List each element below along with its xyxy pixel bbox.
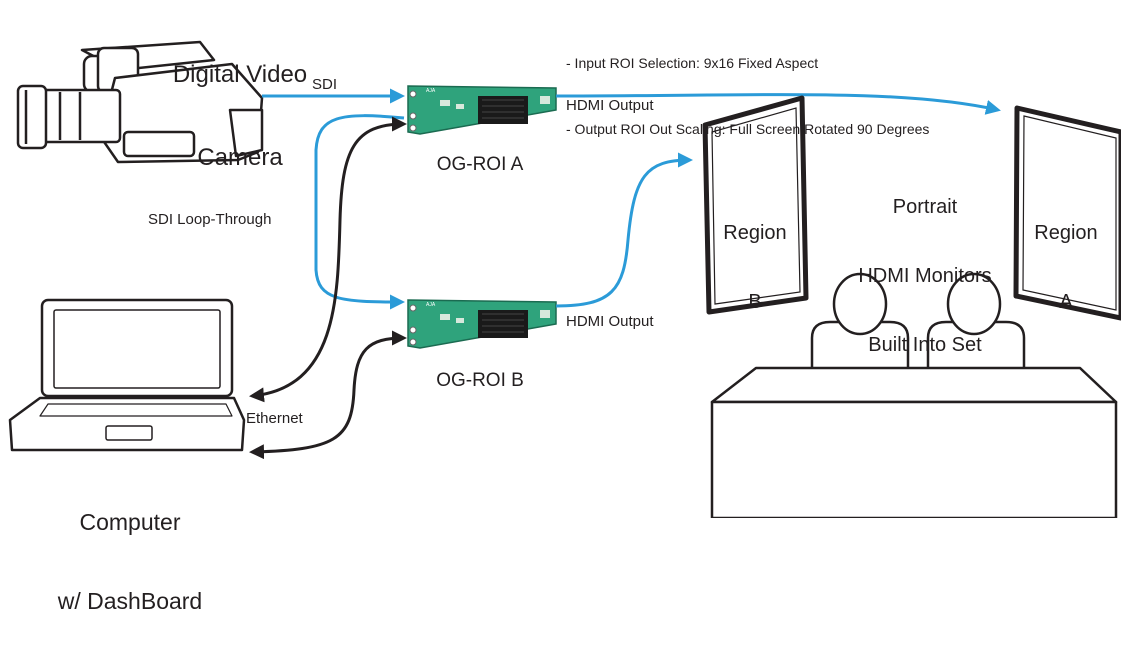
- monitor-region-a: [1013, 105, 1121, 321]
- note-input-roi: - Input ROI Selection: 9x16 Fixed Aspect: [566, 55, 819, 71]
- camera-title-line2: Camera: [197, 143, 283, 171]
- hdmi-b-output-line: [555, 152, 693, 308]
- ethernet-label: Ethernet: [246, 410, 303, 427]
- monitors-caption: Portrait HDMI Monitors Built Into Set: [820, 150, 1030, 403]
- region-a-label: Region A: [1024, 176, 1108, 360]
- region-b-line1: Region: [723, 222, 787, 244]
- hdmi-output-a-label: HDMI Output: [566, 97, 654, 114]
- monitors-caption-line1: Portrait: [892, 196, 958, 218]
- person-icon-left: [810, 272, 910, 380]
- region-b-line2: B: [748, 291, 762, 313]
- og-roi-b-card: AJA: [407, 299, 557, 349]
- hdmi-a-output-line: [555, 93, 1001, 115]
- region-a-line1: Region: [1034, 222, 1098, 244]
- sdi-loop-through-label: SDI Loop-Through: [148, 211, 272, 228]
- og-roi-a-card: AJA: [407, 85, 557, 135]
- diagram-stage: AJA AJA: [8, 6, 1121, 614]
- region-a-line2: A: [1059, 291, 1073, 313]
- laptop-icon: [8, 298, 246, 452]
- ethernet-line-b: [249, 330, 407, 460]
- monitors-caption-line2: HDMI Monitors: [858, 265, 992, 287]
- news-desk: [710, 366, 1118, 518]
- og-roi-b-label: OG-ROI B: [436, 370, 524, 391]
- hdmi-output-b-label: HDMI Output: [566, 313, 654, 330]
- computer-label: Computer w/ DashBoard: [20, 456, 240, 668]
- og-roi-a-brand: AJA: [426, 88, 436, 94]
- note-output-roi: - Output ROI Out Scaling: Full Screen Ro…: [566, 121, 930, 137]
- region-b-label: Region B: [714, 176, 796, 360]
- camera-title-line1: Digital Video: [172, 61, 308, 89]
- computer-label-line1: Computer: [79, 508, 181, 535]
- computer-label-line2: w/ DashBoard: [57, 588, 203, 615]
- monitor-region-b: [702, 95, 809, 315]
- signal-flow-diagram: AJA AJA: [8, 40, 1121, 518]
- og-roi-b-brand: AJA: [426, 302, 436, 308]
- sdi-label: SDI: [312, 76, 338, 93]
- settings-notes: - Input ROI Selection: 9x16 Fixed Aspect…: [566, 8, 929, 184]
- camera-title: Digital Video Camera: [140, 6, 340, 227]
- monitors-caption-line3: Built Into Set: [868, 334, 982, 356]
- person-icon-right: [926, 272, 1026, 380]
- og-roi-a-label: OG-ROI A: [436, 154, 524, 175]
